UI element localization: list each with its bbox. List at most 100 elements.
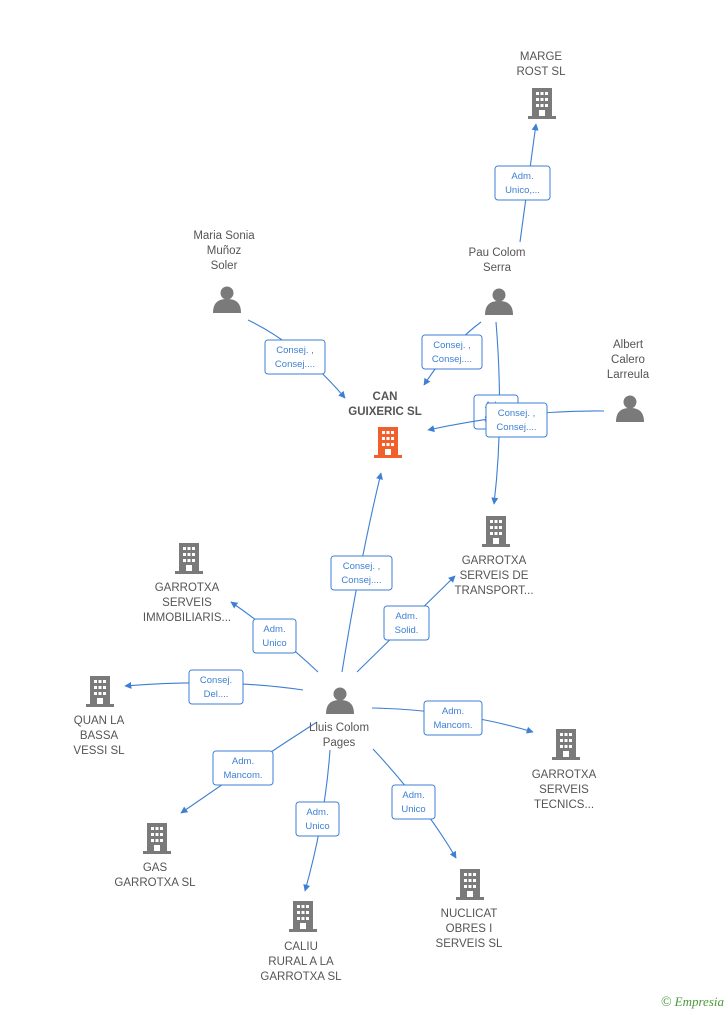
edge-label-text: Consej....	[432, 354, 472, 365]
edge-lluis_can[interactable]: Consej. , Consej....	[330, 472, 393, 673]
edge-label-text: Consej....	[496, 422, 536, 433]
edge-label-text: Unico	[401, 804, 425, 815]
node-garrotxa_tecnics[interactable]: GARROTXASERVEISTECNICS...	[532, 729, 597, 811]
edge-lluis_gas[interactable]: Adm.Mancom.	[180, 721, 318, 814]
edge-label-box[interactable]	[485, 402, 548, 438]
node-label: Lluis Colom	[309, 722, 369, 734]
building-icon[interactable]	[552, 729, 580, 760]
edge-label-text: Consej. ,	[343, 561, 381, 572]
node-marge_rost[interactable]: MARGE ROST SL	[517, 51, 567, 119]
edge-label-text: Adm.	[442, 706, 464, 717]
node-nuclicat[interactable]: NUCLICAT OBRES I SERVEIS SL	[436, 869, 504, 950]
node-label: Larreula	[607, 369, 650, 381]
person-icon[interactable]	[213, 286, 241, 314]
node-label: GARROTXA	[532, 769, 597, 781]
node-label: OBRES I	[446, 923, 493, 935]
edge-label-text: Adm.	[395, 611, 417, 622]
person-icon[interactable]	[326, 687, 354, 715]
edge-label-box[interactable]	[295, 801, 340, 837]
node-label: GAS	[143, 862, 168, 874]
edge-label-text: Solid.	[395, 625, 419, 636]
edge-lluis_transport[interactable]: Adm. Solid.	[356, 575, 456, 673]
node-label: TECNICS...	[534, 799, 594, 811]
node-label: Soler	[211, 260, 238, 272]
building-icon[interactable]	[143, 823, 171, 854]
node-label: RURAL A LA	[268, 956, 334, 968]
edge-label-box[interactable]	[423, 700, 483, 736]
node-label: VESSI SL	[73, 745, 125, 757]
edge-label-text: Consej. ,	[433, 340, 471, 351]
node-label: Serra	[483, 262, 512, 274]
edge-label-text: Adm.	[402, 790, 424, 801]
edges-layer: Adm.Unico,...Consej. ,Consej....Consej. …	[124, 123, 605, 892]
node-garrotxa_immob[interactable]: GARROTXASERVEISIMMOBILIARIS...	[143, 543, 231, 624]
edge-label-text: Unico	[305, 821, 329, 832]
edge-lluis_caliu[interactable]: Adm. Unico	[295, 749, 340, 892]
edge-label-text: Unico	[262, 638, 286, 649]
person-icon[interactable]	[616, 395, 644, 423]
edge-pau_marge[interactable]: Adm.Unico,...	[494, 123, 551, 243]
edge-lluis_tecnics[interactable]: Adm.Mancom.	[371, 700, 534, 736]
node-label: Albert	[613, 339, 644, 351]
edge-label-text: Consej. ,	[276, 345, 314, 356]
building-icon[interactable]	[175, 543, 203, 574]
edge-label-box[interactable]	[212, 750, 274, 786]
building-icon[interactable]	[456, 869, 484, 900]
building-icon[interactable]	[482, 516, 510, 547]
edge-label-box[interactable]	[252, 618, 297, 654]
edge-maria_can[interactable]: Consej. , Consej....	[247, 319, 346, 399]
node-can_guixeric[interactable]: CAN GUIXERIC SL	[348, 391, 422, 458]
nodes-layer: CAN GUIXERIC SL MARGE ROST SL Pau ColomSerra…	[73, 51, 649, 983]
node-label: NUCLICAT	[441, 908, 498, 920]
node-label: BASSA	[80, 730, 119, 742]
copyright-icon: ©	[661, 995, 672, 1010]
edge-label-text: Del....	[204, 689, 229, 700]
person-icon[interactable]	[485, 288, 513, 316]
edge-lluis_immob[interactable]: Adm.Unico	[230, 601, 319, 673]
edge-label-box[interactable]	[421, 334, 483, 370]
edge-label-text: Unico,...	[505, 185, 540, 196]
node-label: CAN	[373, 391, 398, 403]
edge-lluis_nuclicat[interactable]: Adm. Unico	[372, 748, 457, 859]
edge-label-box[interactable]	[188, 669, 244, 705]
node-label: SERVEIS SL	[436, 938, 504, 950]
edge-albert_can[interactable]: Consej. , Consej....	[427, 402, 605, 438]
node-label: Muñoz	[207, 245, 242, 257]
node-label: ROST SL	[517, 66, 567, 78]
node-label: MARGE	[520, 51, 563, 63]
node-label: Maria Sonia	[193, 230, 255, 242]
building-icon[interactable]	[374, 427, 402, 458]
node-label: SERVEIS DE	[460, 570, 529, 582]
node-gas_garrotxa[interactable]: GAS GARROTXA SL	[114, 823, 196, 889]
edge-pau_can[interactable]: Consej. , Consej....	[421, 321, 483, 386]
edge-label-text: Consej....	[341, 575, 381, 586]
edge-label-text: Consej....	[275, 359, 315, 370]
edge-lluis_quan[interactable]: Consej.Del....	[124, 669, 304, 705]
building-icon[interactable]	[289, 901, 317, 932]
node-label: GUIXERIC SL	[348, 406, 421, 418]
edge-label-text: Adm.	[306, 807, 328, 818]
empresia-watermark: ©Empresia	[661, 994, 724, 1011]
edge-label-text: Consej. ,	[498, 408, 536, 419]
edge-label-box[interactable]	[330, 555, 393, 591]
node-label: TRANSPORT...	[454, 585, 533, 597]
node-label: Calero	[611, 354, 645, 366]
node-label: GARROTXA SL	[114, 877, 196, 889]
node-label: Pau Colom	[469, 247, 526, 259]
edge-label-box[interactable]	[391, 784, 436, 820]
edge-label-box[interactable]	[383, 605, 430, 641]
node-label: GARROTXA SL	[260, 971, 342, 983]
brand-name: Empresia	[674, 994, 724, 1009]
edge-label-box[interactable]	[264, 339, 326, 375]
building-icon[interactable]	[528, 88, 556, 119]
edge-label-box[interactable]	[494, 165, 551, 201]
building-icon[interactable]	[86, 676, 114, 707]
